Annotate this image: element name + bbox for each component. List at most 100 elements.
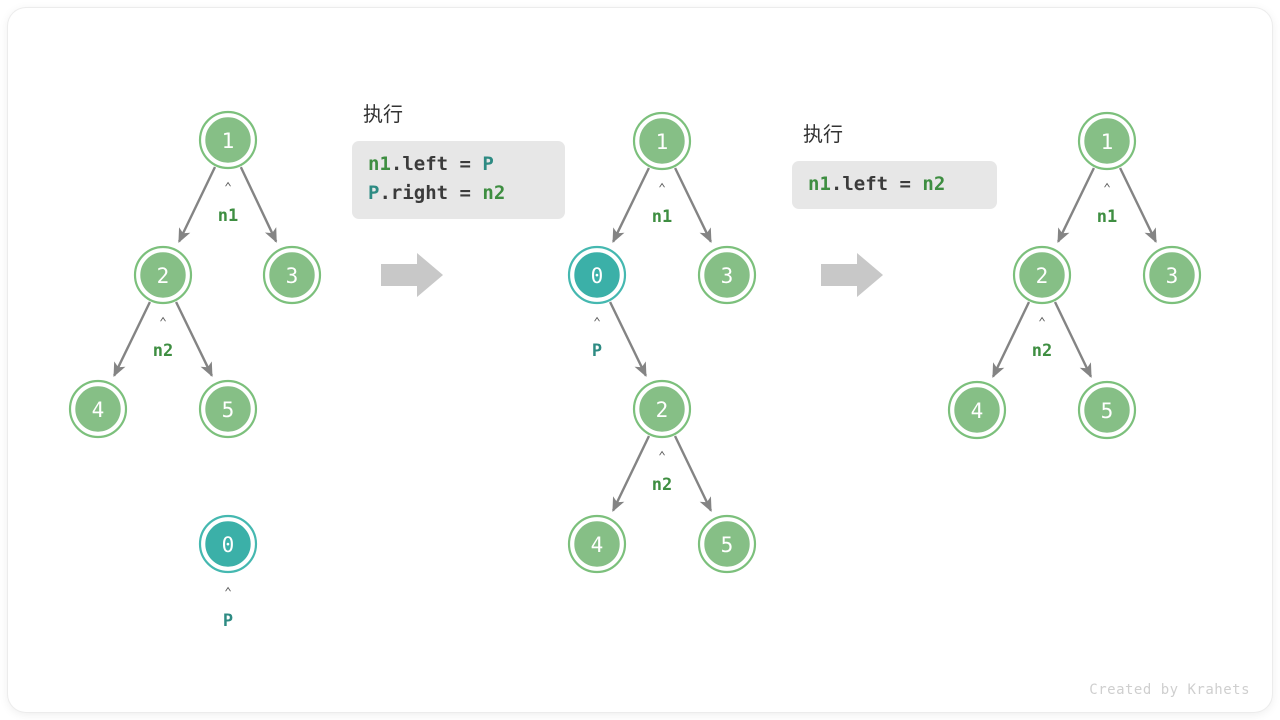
tree-node[interactable]: 5 <box>1077 380 1137 440</box>
node-disc <box>951 384 1003 436</box>
tree-node[interactable]: 1 <box>1077 111 1137 171</box>
tree-edge <box>609 301 647 378</box>
pointer-labels-group: ⌃n1⌃n2⌃P⌃n1⌃P⌃n2⌃n1⌃n2 <box>153 181 1117 632</box>
node-value-label: 5 <box>222 398 235 422</box>
tree-edge <box>674 167 712 244</box>
pointer-name-label: P <box>223 611 233 631</box>
tree-edge <box>1119 167 1157 244</box>
tree-node[interactable]: 2 <box>632 379 692 439</box>
node-outer-ring <box>947 380 1007 440</box>
code-line: n1.left = P <box>368 150 549 179</box>
tree-node[interactable]: 4 <box>947 380 1007 440</box>
node-outer-ring <box>198 514 258 574</box>
tree-node[interactable]: 3 <box>262 245 322 305</box>
node-disc <box>1016 249 1068 301</box>
node-disc <box>137 249 189 301</box>
pointer-annotation: ⌃n1 <box>218 181 238 227</box>
pointer-name-label: n1 <box>1097 207 1117 227</box>
node-value-label: 1 <box>222 129 235 153</box>
node-value-label: 5 <box>1101 399 1114 423</box>
pointer-annotation: ⌃n2 <box>1032 316 1052 362</box>
step-3-exec-label: 执行 <box>803 122 843 146</box>
pointer-annotation: ⌃n1 <box>652 182 672 228</box>
code-token: .left = <box>390 153 483 175</box>
node-outer-ring <box>567 245 627 305</box>
node-outer-ring <box>697 245 757 305</box>
node-value-label: 0 <box>591 264 604 288</box>
node-value-label: 4 <box>591 533 604 557</box>
tree-edge <box>1053 301 1093 378</box>
node-disc <box>571 249 623 301</box>
tree-edge <box>991 301 1031 378</box>
node-disc <box>701 249 753 301</box>
step-3-code-box: n1.left = n2 <box>792 161 997 210</box>
node-outer-ring <box>1142 245 1202 305</box>
pointer-caret-icon: ⌃ <box>224 586 232 601</box>
node-disc <box>266 249 318 301</box>
node-value-label: 3 <box>286 264 299 288</box>
tree-edge <box>175 301 213 378</box>
tree-edge <box>611 435 651 512</box>
node-value-label: 2 <box>157 264 170 288</box>
node-disc <box>72 383 124 435</box>
tree-node[interactable]: 0 <box>198 514 258 574</box>
pointer-caret-icon: ⌃ <box>224 181 232 196</box>
step-separator-arrows-group <box>381 253 883 297</box>
node-disc <box>636 383 688 435</box>
tree-node[interactable]: 2 <box>133 245 193 305</box>
tree-node[interactable]: 3 <box>697 245 757 305</box>
tree-edges-group <box>113 166 1157 512</box>
node-disc <box>571 518 623 570</box>
node-value-label: 1 <box>1101 130 1114 154</box>
tree-edge <box>673 435 713 512</box>
tree-node[interactable]: 1 <box>632 111 692 171</box>
pointer-annotation: ⌃P <box>223 586 233 632</box>
tree-node[interactable]: 3 <box>1142 245 1202 305</box>
node-outer-ring <box>1077 111 1137 171</box>
node-outer-ring <box>632 379 692 439</box>
pointer-annotation: ⌃ n2 <box>652 450 672 496</box>
pointer-name-label: n2 <box>652 475 672 495</box>
code-token: .right = <box>379 182 483 205</box>
node-outer-ring <box>697 514 757 574</box>
node-value-label: 3 <box>721 264 734 288</box>
node-value-label: 2 <box>656 398 669 422</box>
pointer-name-label: P <box>592 341 602 361</box>
node-outer-ring <box>133 245 193 305</box>
pointer-annotation: ⌃ n2 <box>153 316 173 362</box>
code-token: P <box>368 182 380 205</box>
tree-node[interactable]: 0 <box>567 245 627 305</box>
node-outer-ring <box>1077 380 1137 440</box>
pointer-caret-icon: ⌃ <box>1103 182 1111 197</box>
tree-node[interactable]: 5 <box>198 379 258 439</box>
tree-node[interactable]: 2 <box>1012 245 1072 305</box>
pointer-caret-icon: ⌃ <box>658 182 666 197</box>
tree-edge <box>612 167 650 244</box>
code-token: .left = <box>830 173 923 195</box>
pointer-caret-icon: ⌃ <box>159 316 167 331</box>
tree-edge <box>1057 167 1095 244</box>
node-value-label: 4 <box>92 398 105 422</box>
node-value-label: 4 <box>971 399 984 423</box>
pointer-name-label: n2 <box>153 341 173 361</box>
code-token: n2 <box>922 173 946 195</box>
node-outer-ring <box>262 245 322 305</box>
pointer-caret-icon: ⌃ <box>1038 316 1046 331</box>
node-disc <box>636 115 688 167</box>
node-disc <box>1081 384 1133 436</box>
tree-node[interactable]: 4 <box>567 514 627 574</box>
pointer-annotation: ⌃P <box>592 316 602 362</box>
node-value-label: 3 <box>1166 264 1179 288</box>
tree-node[interactable]: 4 <box>68 379 128 439</box>
pointer-caret-icon: ⌃ <box>658 450 666 465</box>
tree-edge <box>113 301 151 378</box>
tree-edge <box>177 166 217 243</box>
tree-node[interactable]: 1 <box>198 110 258 170</box>
node-outer-ring <box>567 514 627 574</box>
code-token: P <box>482 153 494 175</box>
node-value-label: 0 <box>222 533 235 557</box>
node-outer-ring <box>632 111 692 171</box>
tree-node[interactable]: 5 <box>697 514 757 574</box>
